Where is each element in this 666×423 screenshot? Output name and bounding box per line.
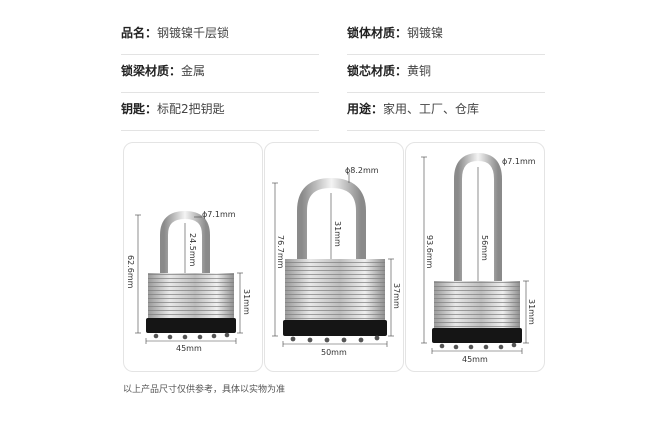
lock-card-small: ϕ7.1mm 24.5mm 62.6mm 31mm 45mm [123,142,263,372]
total-height-label: 93.6mm [425,235,434,269]
body-height-label: 37mm [392,283,401,309]
padlock-image: ϕ8.2mm 31mm 76.7mm 37mm 50mm [272,166,401,357]
spec-row-body-material: 锁体材质：钢镀镍 [347,18,545,55]
padlock-image: ϕ7.1mm 56mm 93.6mm 31mm 45mm [421,152,536,364]
spec-key: 锁芯材质： [347,64,408,78]
shackle-diameter-label: ϕ7.1mm [502,157,536,166]
spec-value: 标配2把钥匙 [157,102,225,116]
lock-card-long-shackle: ϕ7.1mm 56mm 93.6mm 31mm 45mm [405,142,545,372]
spec-value: 金属 [181,64,206,78]
width-label: 45mm [462,355,488,364]
shackle-height-label: 31mm [333,221,342,247]
lock-card-medium: ϕ8.2mm 31mm 76.7mm 37mm 50mm [264,142,404,372]
spec-row-name: 品名：钢镀镍千层锁 [121,18,319,55]
spec-row-usage: 用途：家用、工厂、仓库 [347,94,545,131]
spec-key: 锁梁材质： [121,64,182,78]
spec-value: 钢镀镍 [407,26,444,40]
body-height-label: 31mm [242,289,251,315]
spec-row-keys: 钥匙：标配2把钥匙 [121,94,319,131]
spec-key: 用途： [347,102,384,116]
shackle-height-label: 24.5mm [188,233,197,267]
body-height-label: 31mm [527,299,536,325]
width-label: 50mm [321,348,347,357]
spec-value: 黄铜 [407,64,432,78]
shackle-diameter-label: ϕ8.2mm [345,166,379,175]
shackle-diameter-label: ϕ7.1mm [202,210,236,219]
spec-key: 锁体材质： [347,26,408,40]
shackle-height-label: 56mm [480,235,489,261]
spec-row-shackle-material: 锁梁材质：金属 [121,56,319,93]
width-label: 45mm [176,344,202,353]
spec-key: 品名： [121,26,158,40]
spec-value: 家用、工厂、仓库 [383,102,480,116]
disclaimer-note: 以上产品尺寸仅供参考，具体以实物为准 [123,385,286,395]
spec-key: 钥匙： [121,102,158,116]
total-height-label: 62.6mm [126,255,135,289]
spec-row-core-material: 锁芯材质：黄铜 [347,56,545,93]
total-height-label: 76.7mm [276,235,285,269]
spec-value: 钢镀镍千层锁 [157,26,230,40]
padlock-image: ϕ7.1mm 24.5mm 62.6mm 31mm 45mm [126,210,251,353]
